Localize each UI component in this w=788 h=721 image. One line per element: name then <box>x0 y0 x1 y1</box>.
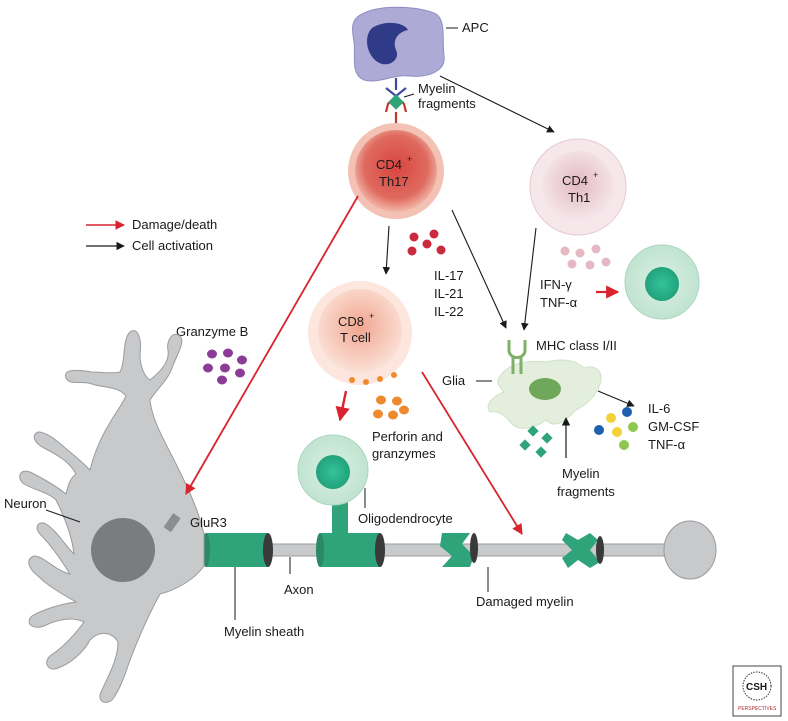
cd4-th1-cell: CD4 + Th1 <box>529 138 627 236</box>
csh-perspectives-logo: CSH PERSPECTIVES <box>732 665 782 717</box>
myelin-fragment-diamond <box>388 94 404 110</box>
th17-nucleus <box>355 130 437 212</box>
th1-nucleus <box>542 151 614 223</box>
myelin-fragments-top-label-1: Myelin <box>418 81 456 96</box>
damaged-myelin-1 <box>440 533 478 567</box>
cd4-th17-cell: CD4 + Th17 <box>348 123 444 219</box>
granzyme-b-label: Granzyme B <box>176 324 248 339</box>
apc-to-th1-arrow <box>439 75 555 133</box>
cd8-to-myelin-damage-arrow <box>421 371 523 535</box>
apc-nucleus <box>367 22 408 65</box>
axon-terminal <box>663 520 717 580</box>
oligodendrocyte-label: Oligodendrocyte <box>358 511 453 526</box>
th17-cytokines <box>407 229 446 256</box>
glia-to-cytokines-arrow <box>597 390 635 407</box>
mhc-label: MHC class I/II <box>536 338 617 353</box>
antigen-presentation: Myelin fragments <box>384 78 476 124</box>
glia-cytokines <box>594 407 638 450</box>
cd8-t-cell: CD8 + T cell <box>308 281 412 385</box>
glia-label: Glia <box>442 373 466 388</box>
neuron-label: Neuron <box>4 496 47 511</box>
il22-label: IL-22 <box>434 304 464 319</box>
myelin-fragments-bottom-label-1: Myelin <box>562 466 600 481</box>
th17-to-neuron-damage-arrow <box>185 195 359 495</box>
glur3-receptor <box>163 513 181 533</box>
apc-cell: APC <box>351 6 489 82</box>
perforin-label-1: Perforin and <box>372 429 443 444</box>
mhc-receptor <box>507 340 527 359</box>
th1-label-sup: + <box>593 170 598 180</box>
tnf-alpha-label-2: TNF-α <box>648 437 686 452</box>
myelin-sheath-2 <box>316 533 385 567</box>
damaged-myelin-2 <box>562 533 604 568</box>
il17-label: IL-17 <box>434 268 464 283</box>
cd8-label-2: T cell <box>340 330 371 345</box>
cd8-label-1: CD8 <box>338 314 364 329</box>
target-cell <box>624 244 700 320</box>
glia-cell: MHC class I/II Glia <box>442 338 617 429</box>
th17-to-cd8-arrow <box>382 225 391 275</box>
myelin-fragments-leader <box>403 93 415 98</box>
il21-label: IL-21 <box>434 286 464 301</box>
gmcsf-label: GM-CSF <box>648 419 699 434</box>
glur3-label: GluR3 <box>190 515 227 530</box>
apc-label: APC <box>462 20 489 35</box>
th1-to-glia-arrow <box>520 227 537 331</box>
il6-label: IL-6 <box>648 401 670 416</box>
cd8-granules <box>349 372 397 385</box>
apc-body <box>351 6 445 82</box>
neuron-body <box>19 330 205 703</box>
myelin-fragments-top-label-2: fragments <box>418 96 476 111</box>
oligodendrocyte-process <box>332 496 348 534</box>
tnf-alpha-label-1: TNF-α <box>540 295 578 310</box>
myelin-fragments-bottom <box>519 425 553 458</box>
th17-label-1: CD4 <box>376 157 402 172</box>
glia-nucleus <box>529 378 561 400</box>
th1-cytokines <box>560 244 611 270</box>
legend-activation-label: Cell activation <box>132 238 213 253</box>
legend: Damage/death Cell activation <box>86 217 217 253</box>
neuron-cell <box>19 330 205 703</box>
legend-damage-label: Damage/death <box>132 217 217 232</box>
th17-label-2: Th17 <box>379 174 409 189</box>
ifn-gamma-label: IFN-γ <box>540 277 572 292</box>
neuron-nucleus <box>91 518 155 582</box>
cd8-label-sup: + <box>369 311 374 321</box>
cd8-nucleus <box>318 289 402 373</box>
myelin-sheath-1 <box>202 533 273 567</box>
th17-label-sup: + <box>407 154 412 164</box>
perforin-granzyme-dots <box>373 395 409 420</box>
granzyme-b-dots <box>203 348 247 385</box>
myelin-sheath-label: Myelin sheath <box>224 624 304 639</box>
th17-to-glia-arrow <box>451 209 507 329</box>
oligodendrocyte-cell <box>297 434 369 506</box>
th1-label-1: CD4 <box>562 173 588 188</box>
axon-label: Axon <box>284 582 314 597</box>
damaged-myelin-label: Damaged myelin <box>476 594 574 609</box>
logo-sub-text: PERSPECTIVES <box>738 706 777 712</box>
logo-main-text: CSH <box>746 682 767 693</box>
th1-label-2: Th1 <box>568 190 590 205</box>
perforin-label-2: granzymes <box>372 446 436 461</box>
neuron-leader <box>45 509 81 523</box>
cd8-to-oligodendrocyte-damage-arrow <box>335 390 350 422</box>
myelin-fragments-bottom-label-2: fragments <box>557 484 615 499</box>
